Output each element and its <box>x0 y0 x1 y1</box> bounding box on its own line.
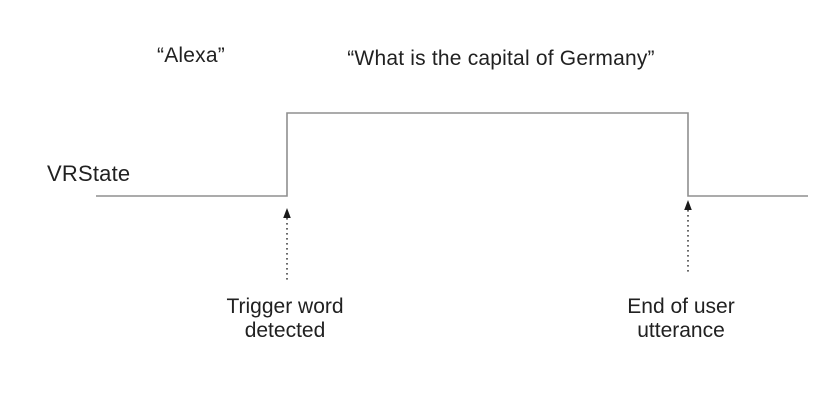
trigger-utterance-label: “Alexa” <box>157 44 225 67</box>
trigger-arrowhead-icon <box>283 208 291 218</box>
vrstate-waveform-line <box>96 112 808 197</box>
trigger-arrow <box>283 208 291 282</box>
end-arrowhead-icon <box>684 200 692 210</box>
signal-name-label: VRState <box>47 161 131 186</box>
trigger-word-annotation: Trigger word detected <box>226 295 344 342</box>
end-of-utterance-annotation: End of user utterance <box>627 295 735 342</box>
query-utterance-label: “What is the capital of Germany” <box>347 47 655 70</box>
end-arrow <box>684 200 692 273</box>
